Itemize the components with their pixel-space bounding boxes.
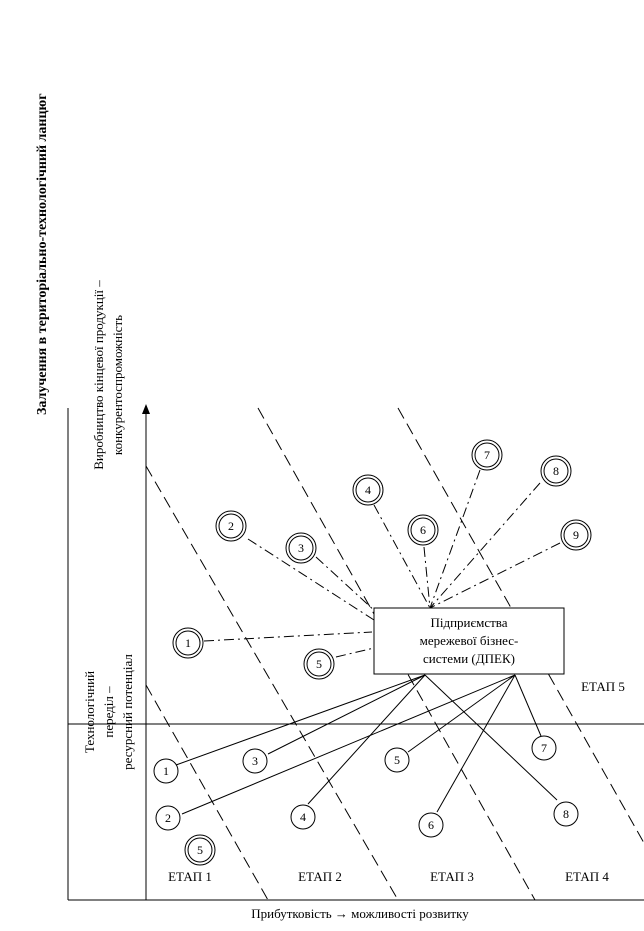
upper-connector-3 xyxy=(315,556,377,613)
lower-node-8-label: 8 xyxy=(563,807,569,821)
lower-node-1: 1 xyxy=(153,758,179,784)
lower-connector-8 xyxy=(424,674,558,801)
upper-node-6-label: 6 xyxy=(420,523,426,537)
lower-connector-4 xyxy=(307,674,426,805)
lower-connectors xyxy=(175,674,558,815)
lower-node-2-label: 2 xyxy=(165,811,171,825)
stage-label-3: ЕТАП 3 xyxy=(430,869,474,884)
lower-node-3: 3 xyxy=(242,748,268,774)
upper-node-4-label: 4 xyxy=(365,483,371,497)
upper-nodes: 1 2 3 4 5 6 7 8 xyxy=(172,439,592,680)
left-title: Залучення в територіально-технологічний … xyxy=(35,93,50,415)
upper-node-3: 3 xyxy=(285,532,317,564)
central-box-line2: мережевої бізнес- xyxy=(420,633,519,648)
central-box-line1: Підприємства xyxy=(430,615,507,630)
upper-connector-1 xyxy=(203,631,373,642)
lower-extra-node-5: 5 xyxy=(184,834,216,866)
lower-connector-2 xyxy=(181,674,516,815)
upper-node-9-label: 9 xyxy=(573,528,579,542)
stage-boundary-2 xyxy=(145,465,399,901)
upper-node-2: 2 xyxy=(215,510,247,542)
stage-boundary-4 xyxy=(397,407,644,844)
stage-label-2: ЕТАП 2 xyxy=(298,869,342,884)
upper-node-5-label: 5 xyxy=(316,657,322,671)
stage-boundary-3 xyxy=(257,407,536,901)
lower-connector-1 xyxy=(175,674,426,766)
y-axis-label-line2: конкурентоспроможність xyxy=(110,315,125,455)
upper-connector-7 xyxy=(429,469,481,609)
lower-node-6-label: 6 xyxy=(428,818,434,832)
lower-connector-7 xyxy=(514,674,542,737)
upper-connector-8 xyxy=(429,482,541,609)
y-axis-label-line1: Виробництво кінцевої продукції – xyxy=(91,280,106,470)
lower-node-1-label: 1 xyxy=(163,764,169,778)
lower-connector-5 xyxy=(407,674,516,753)
upper-node-8-label: 8 xyxy=(553,464,559,478)
stage-label-1: ЕТАП 1 xyxy=(168,869,212,884)
lower-connector-6 xyxy=(436,674,516,813)
stage-label-5: ЕТАП 5 xyxy=(581,679,625,694)
upper-node-7: 7 xyxy=(471,439,503,471)
upper-node-2-label: 2 xyxy=(228,519,234,533)
upper-connector-2 xyxy=(247,538,375,621)
lower-axis-label-line1: Технологічний xyxy=(82,671,97,753)
upper-connector-5 xyxy=(335,647,375,658)
lower-node-7: 7 xyxy=(531,735,557,761)
upper-connectors xyxy=(203,469,561,658)
upper-node-8: 8 xyxy=(540,455,572,487)
lower-nodes: 1 2 3 4 5 6 7 8 xyxy=(153,735,579,866)
upper-node-5: 5 xyxy=(303,648,335,680)
upper-node-7-label: 7 xyxy=(484,448,490,462)
lower-axis-label-line3: ресурсний потенціал xyxy=(120,654,135,770)
lower-node-5-label: 5 xyxy=(394,753,400,767)
lower-node-2: 2 xyxy=(155,805,181,831)
lower-extra-node-5-label: 5 xyxy=(197,843,203,857)
central-box-line3: системи (ДПЕК) xyxy=(423,651,515,666)
upper-node-1-label: 1 xyxy=(185,636,191,650)
lower-connector-3 xyxy=(267,674,426,755)
lower-node-5: 5 xyxy=(384,747,410,773)
upper-connector-9 xyxy=(429,542,561,609)
lower-node-4-label: 4 xyxy=(300,810,306,824)
lower-node-8: 8 xyxy=(553,801,579,827)
central-box-frame xyxy=(373,607,565,675)
stage-boundary-1 xyxy=(145,684,269,901)
upper-node-1: 1 xyxy=(172,627,204,659)
lower-node-3-label: 3 xyxy=(252,754,258,768)
upper-node-3-label: 3 xyxy=(298,541,304,555)
stage-boundaries xyxy=(145,407,644,901)
y-axis-arrow-icon xyxy=(142,404,150,414)
x-axis-label: Прибутковість → можливості розвитку xyxy=(251,906,469,921)
upper-node-9: 9 xyxy=(560,519,592,551)
stage-label-4: ЕТАП 4 xyxy=(565,869,609,884)
central-box: Підприємства мережевої бізнес- системи (… xyxy=(373,607,565,675)
lower-axis-label-line2: переділ – xyxy=(101,686,116,738)
lower-node-4: 4 xyxy=(290,804,316,830)
lower-node-7-label: 7 xyxy=(541,741,547,755)
lower-node-6: 6 xyxy=(418,812,444,838)
upper-node-4: 4 xyxy=(352,474,384,506)
upper-node-6: 6 xyxy=(407,514,439,546)
